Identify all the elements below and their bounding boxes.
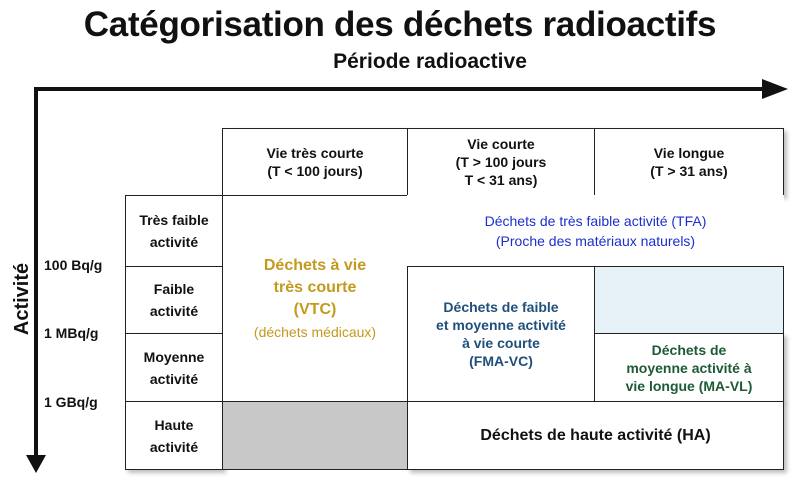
column-header-very-short: Vie très courte(T < 100 jours) <box>222 128 408 196</box>
threshold-100bq: 100 Bq/g <box>44 257 103 273</box>
column-header-long: Vie longue(T > 31 ans) <box>594 128 784 196</box>
x-axis-label: Période radioactive <box>333 50 527 73</box>
threshold-1gbq: 1 GBq/g <box>44 394 98 410</box>
x-axis-line <box>34 87 764 91</box>
y-axis-line <box>34 87 38 457</box>
y-axis-label: Activité <box>11 262 33 336</box>
category-ha: Déchets de haute activité (HA) <box>407 401 784 470</box>
threshold-1mbq: 1 MBq/g <box>44 325 99 341</box>
y-axis-arrow-icon <box>26 455 46 473</box>
category-tfa: Déchets de très faible activité (TFA)(Pr… <box>407 195 784 267</box>
empty-cell-low-long <box>594 266 784 334</box>
x-axis-arrow-icon <box>762 79 788 99</box>
category-vtc: Déchets à vie très courte (VTC) (déchets… <box>222 195 408 402</box>
empty-cell-high-very-short <box>222 401 408 470</box>
page-title: Catégorisation des déchets radioactifs <box>83 5 717 44</box>
